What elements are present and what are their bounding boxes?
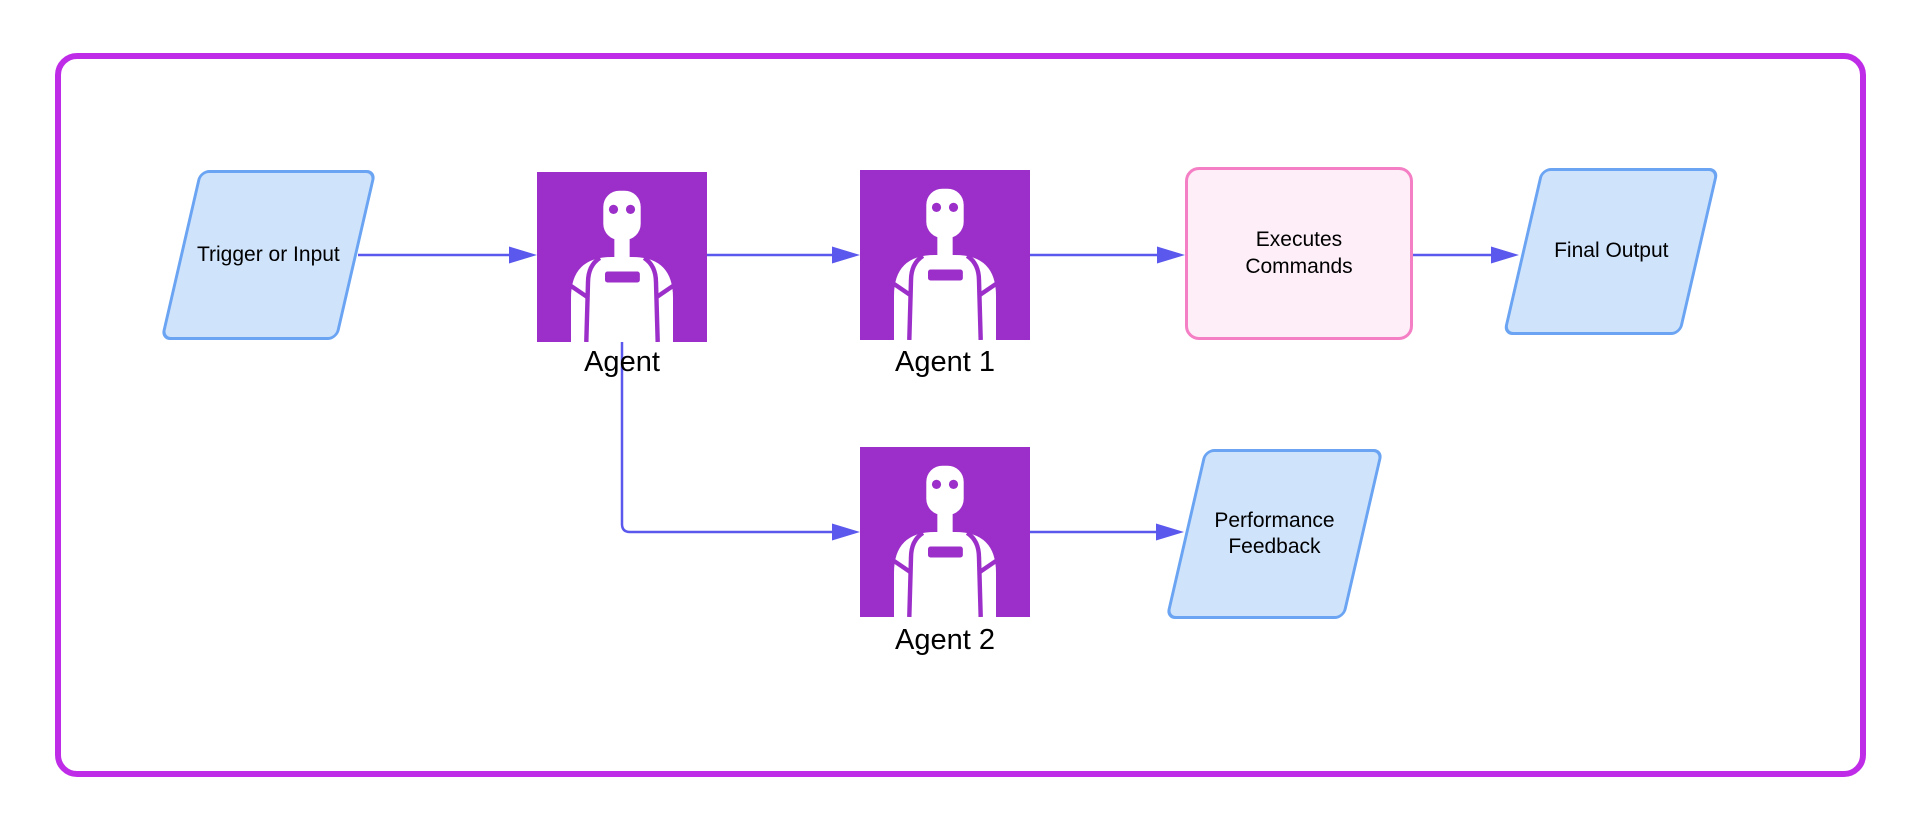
diagram-border-frame [55, 53, 1866, 777]
node-agent-label: Agent [584, 346, 660, 378]
node-executes-commands: Executes Commands [1185, 167, 1413, 340]
arrowhead [1491, 246, 1519, 264]
node-agent-1-label: Agent 1 [895, 346, 995, 378]
edge-agent-to-agent2 [620, 342, 832, 534]
arrowhead [1157, 246, 1185, 264]
robot-icon [892, 465, 998, 617]
arrowhead [832, 523, 860, 541]
robot-icon [569, 190, 675, 342]
node-trigger-input-label: Trigger or Input [197, 242, 340, 266]
node-agent [537, 172, 707, 342]
arrowhead [509, 246, 537, 264]
node-agent-1 [860, 170, 1030, 340]
node-agent-2-label: Agent 2 [895, 624, 995, 656]
arrowhead [1156, 523, 1184, 541]
node-executes-commands-label: Executes Commands [1245, 228, 1353, 278]
arrowhead [832, 246, 860, 264]
robot-icon [892, 188, 998, 340]
node-performance-feedback-label: Performance Feedback [1214, 508, 1335, 558]
node-agent-2 [860, 447, 1030, 617]
node-final-output-label: Final Output [1553, 239, 1669, 263]
